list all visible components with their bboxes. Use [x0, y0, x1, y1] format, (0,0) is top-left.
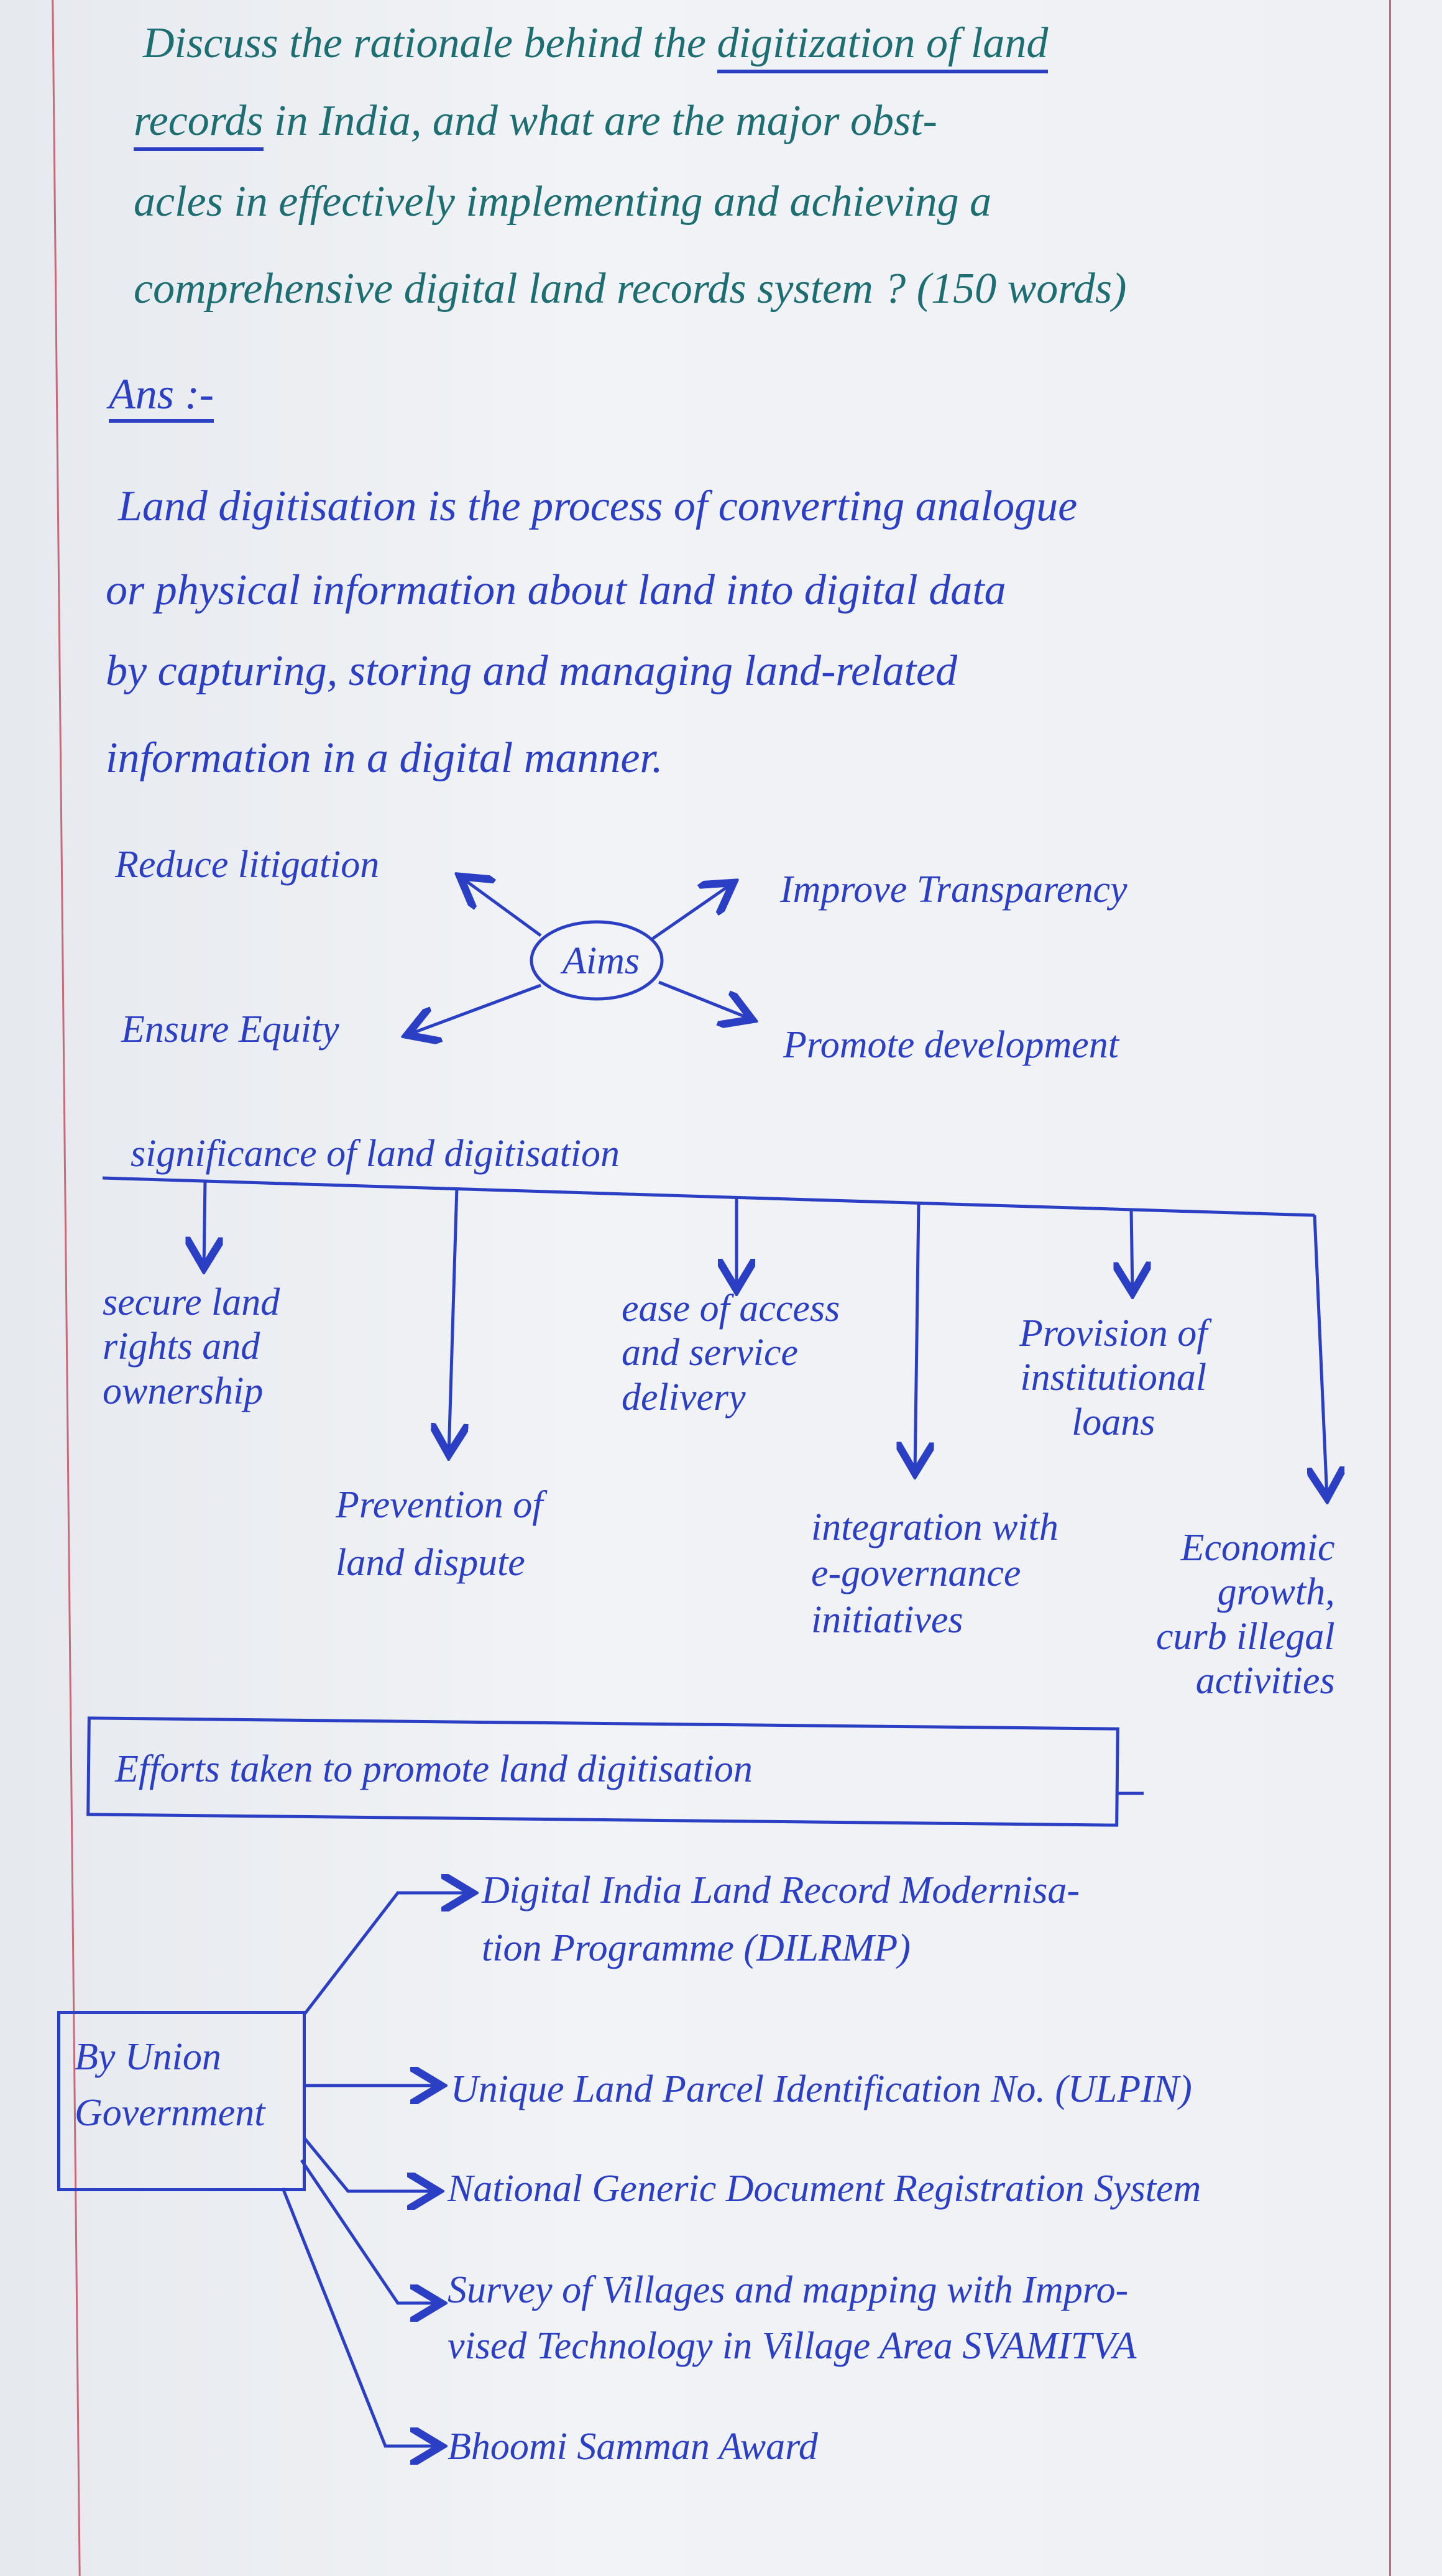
aim-item: Improve Transparency — [780, 868, 1127, 911]
item-line: delivery — [622, 1376, 746, 1419]
aim-item: Ensure Equity — [121, 1008, 339, 1051]
efforts-heading: Efforts taken to promote land digitisati… — [115, 1748, 753, 1790]
question-line-3: acles in effectively implementing and ac… — [134, 180, 991, 224]
question-line-1: Discuss the rationale behind the digitiz… — [143, 19, 1049, 73]
item-line: Provision of — [1019, 1312, 1208, 1355]
definition-line-1: Land digitisation is the process of conv… — [118, 482, 1078, 530]
arrow-reduce-litigation — [460, 876, 542, 937]
item-line: e-governance — [811, 1552, 1021, 1595]
right-margin-line — [1389, 0, 1391, 2576]
item-line: Government — [75, 2091, 265, 2134]
arrow-improve-transparency — [651, 883, 733, 941]
aim-item: Reduce litigation — [115, 844, 380, 886]
definition-line-3: by capturing, storing and managing land-… — [106, 647, 958, 695]
item-line: ownership — [103, 1369, 264, 1412]
significance-heading: significance of land digitisation — [131, 1133, 620, 1175]
question-text: in India, and what are the major obst- — [263, 97, 937, 145]
item-line: land dispute — [336, 1542, 525, 1584]
item-line: tion Programme (DILRMP) — [482, 1927, 911, 1969]
item-line: institutional — [1020, 1356, 1207, 1399]
arrow-ensure-equity — [407, 983, 541, 1035]
effort-item: National Generic Document Registration S… — [448, 2168, 1201, 2210]
item-line: rights and — [103, 1325, 260, 1368]
question-line-2: records in India, and what are the major… — [134, 97, 937, 151]
item-line: growth, — [1217, 1571, 1335, 1614]
item-line: Survey of Villages and mapping with Impr… — [448, 2269, 1129, 2311]
aims-center-label: Aims — [563, 940, 640, 982]
question-text: acles in effectively implementing and ac… — [134, 178, 992, 226]
question-text: comprehensive digital land records syste… — [134, 265, 1127, 313]
item-line: and service — [622, 1332, 799, 1374]
item-line: vised Technology in Village Area SVAMITV… — [448, 2324, 1137, 2367]
question-text: Discuss the rationale behind the — [143, 19, 717, 67]
arrow-promote-development — [658, 980, 752, 1019]
item-line: ease of access — [622, 1287, 840, 1330]
item-line: activities — [1195, 1659, 1335, 1702]
item-line: Digital India Land Record Modernisa- — [482, 1869, 1080, 1911]
effort-item: Bhoomi Samman Award — [448, 2426, 818, 2468]
item-line: secure land — [103, 1281, 280, 1323]
source-box — [57, 2011, 306, 2191]
item-line: initiatives — [811, 1598, 963, 1641]
item-line: loans — [1072, 1401, 1155, 1443]
item-line: Economic — [1180, 1527, 1335, 1569]
item-line: By Union — [75, 2036, 221, 2078]
aim-item: Promote development — [783, 1024, 1119, 1066]
question-underlined-text: digitization of land — [717, 19, 1049, 73]
question-underlined-text: records — [134, 97, 264, 151]
aims-ellipse — [530, 920, 664, 1001]
definition-line-4: information in a digital manner. — [106, 734, 663, 782]
effort-item: Survey of Villages and mapping with Impr… — [448, 2263, 1136, 2375]
item-line: curb illegal — [1156, 1615, 1335, 1658]
item-line: integration with — [811, 1506, 1059, 1548]
definition-line-2: or physical information about land into … — [106, 566, 1006, 614]
effort-item: Unique Land Parcel Identification No. (U… — [451, 2068, 1192, 2110]
question-line-4: comprehensive digital land records syste… — [134, 267, 1126, 311]
significance-item: Prevention of land dispute — [336, 1476, 543, 1592]
answer-label: Ans :- — [109, 373, 214, 423]
item-line: Prevention of — [336, 1484, 543, 1526]
significance-bar — [102, 1176, 1315, 1217]
effort-item: Digital India Land Record Modernisa-tion… — [482, 1862, 1080, 1977]
